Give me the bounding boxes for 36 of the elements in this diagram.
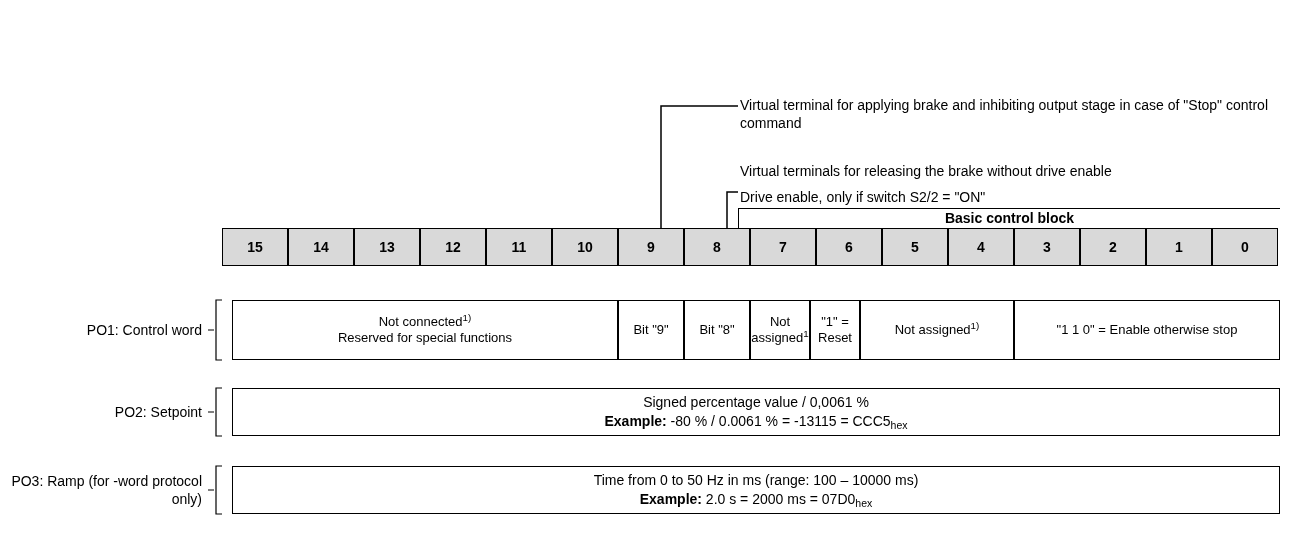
annotation-text: Virtual terminals for releasing the brake without drive enable [740,162,1112,180]
bit-cell: 6 [816,228,882,266]
bit-cell: 2 [1080,228,1146,266]
leader-line [660,105,739,229]
bit-cell: 0 [1212,228,1278,266]
annotation-text: Virtual terminal for applying brake and inhibiting output stage in case of "Stop" control command [740,96,1269,132]
table-cell: "1" = Reset [810,300,860,360]
bit-cell: 1 [1146,228,1212,266]
bit-cell: 5 [882,228,948,266]
bit-cell: 13 [354,228,420,266]
cell-text: Reserved for special functions [337,330,513,346]
table-cell: Not assigned$^{1}$ [750,300,810,360]
table-cell: Bit "9" [618,300,684,360]
bit-cell: 12 [420,228,486,266]
cell-text: Signed percentage value / 0,0061 % [643,393,869,412]
table-cell: Bit "8" [684,300,750,360]
row-label: PO3: Ramp (for -word protocol only) [10,472,202,508]
table-cell: Not assigned$^{1)}$ [860,300,1014,360]
row-label: PO2: Setpoint [113,403,202,421]
bit-cell: 7 [750,228,816,266]
annotation-text: Drive enable, only if switch S2/2 = "ON" [740,188,986,206]
cell-text: Time from 0 to 50 Hz in ms (range: 100 – 10000 ms) [593,471,919,490]
row-label: PO1: Control word [85,321,202,339]
cell-text: Not connected$^{1)}$ [378,314,472,330]
leader-line [726,191,739,229]
table-cell: "1 1 0" = Enable otherwise stop [1014,300,1280,360]
bit-cell: 3 [1014,228,1080,266]
bit-cell: 15 [222,228,288,266]
bit-cell: 9 [618,228,684,266]
cell-text: Example: 2.0 s = 2000 ms = 07D0$_{hex}$ [639,490,873,509]
bit-cell: 11 [486,228,552,266]
bit-cell: 10 [552,228,618,266]
bit-cell: 8 [684,228,750,266]
cell-text: Example: -80 % / 0.0061 % = -13115 = CCC5$_{hex}$ [604,412,908,431]
bit-cell: 14 [288,228,354,266]
bit-cell: 4 [948,228,1014,266]
